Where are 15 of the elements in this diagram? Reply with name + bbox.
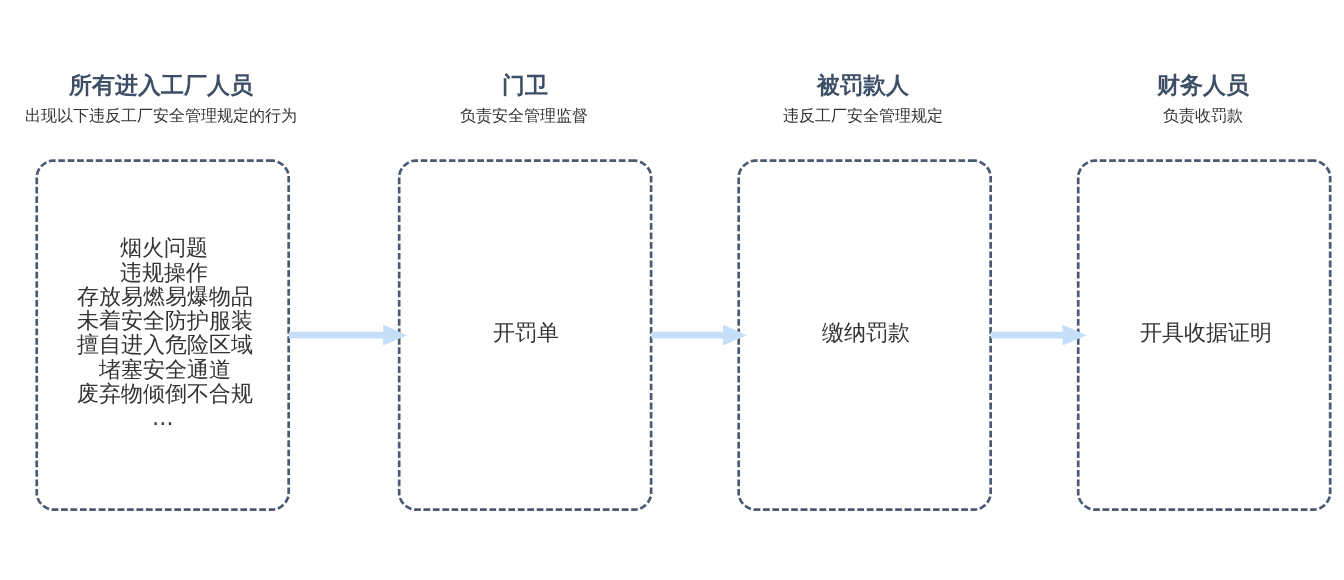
node-label: 被罚款人: [817, 71, 910, 98]
node-label: 门卫: [501, 71, 548, 98]
node-label: 财务人员: [1157, 71, 1250, 98]
node-label: 违反工厂安全管理规定: [783, 106, 944, 126]
arrow: [651, 324, 747, 346]
arrow: [990, 324, 1087, 346]
node-label: 出现以下违反工厂安全管理规定的行为: [24, 106, 297, 126]
node-box: 开罚单: [397, 159, 653, 511]
node-label: 负责安全管理监督: [459, 106, 588, 126]
arrow: [288, 324, 407, 346]
node-box: 缴纳罚款: [737, 159, 992, 511]
node-box: 烟火问题 违规操作 存放易燃易爆物品 未着安全防护服装 擅自进入危险区域 堵塞安全通道 废弃物倾倒不合规 …: [35, 159, 291, 511]
node-label: 所有进入工厂人员: [69, 71, 254, 98]
node-box: 开具收据证明: [1076, 159, 1332, 511]
node-label: 负责收罚款: [1163, 106, 1244, 126]
